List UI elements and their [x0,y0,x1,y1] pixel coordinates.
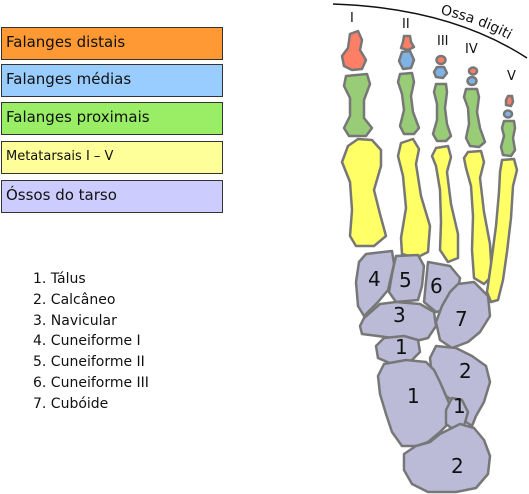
label-navicular-small: 1 [395,335,408,359]
list-item-cuneiform-2: 5. Cuneiforme II [33,354,145,371]
label-talus-neck: 1 [453,394,466,418]
calcaneus-lower-bone [402,422,492,494]
label-navicular: 3 [393,303,406,327]
legend-middle-phalanges: Falanges médias [1,64,223,97]
legend-distal-phalanges: Falanges distais [1,27,223,60]
distal-phalanx-1 [340,29,368,72]
talus-bone [376,358,454,448]
proximal-phalanx-1 [342,72,374,138]
distal-phalanx-2 [399,34,416,52]
metatarsal-4 [462,149,494,286]
metatarsal-3 [430,144,460,264]
toe-label-1: I [350,11,354,26]
label-calcaneus-upper: 2 [459,359,472,383]
list-item-cuboid: 7. Cubóide [33,395,109,412]
metatarsal-2 [396,137,432,260]
proximal-phalanx-2 [396,71,421,136]
distal-phalanx-5 [504,94,515,108]
legend-metatarsals: Metatarsais I – V [1,141,223,174]
middle-phalanx-2 [397,49,416,71]
cuboid-bone [434,280,492,350]
list-item-calcaneus: 2. Calcâneo [33,291,116,308]
middle-phalanx-5 [502,109,514,119]
distal-phalanx-3 [435,54,447,66]
label-calcaneus-lower: 2 [451,454,464,478]
proximal-phalanx-4 [462,87,487,149]
proximal-phalanx-3 [431,82,453,143]
cuneiform-1-bone [354,249,396,318]
cuneiform-2-bone [387,253,426,304]
proximal-phalanx-5 [499,119,517,158]
metatarsal-1 [340,137,388,248]
label-talus: 1 [407,384,420,408]
toe-arc [332,3,528,59]
label-cuneiform-2: 5 [399,268,412,292]
tarsal-bone-list: 1. Tálus 2. Calcâneo 3. Navicular 4. Cun… [33,269,149,415]
toe-label-5: V [507,69,516,84]
toe-label-4: IV [465,42,478,57]
label-cuneiform-3: 6 [430,274,443,298]
middle-phalanx-4 [466,75,478,87]
toe-label-3: III [437,34,449,49]
list-item-cuneiform-1: 4. Cuneiforme I [33,333,141,350]
label-cuneiform-1: 4 [368,267,381,291]
toe-label-2: II [402,17,410,32]
list-item-talus: 1. Tálus [33,271,86,287]
metatarsal-5 [485,157,519,304]
legend-proximal-phalanges: Falanges proximais [1,102,223,135]
list-item-navicular: 3. Navicular [33,312,117,329]
middle-phalanx-3 [432,65,449,80]
distal-phalanx-4 [467,66,479,76]
legend-tarsal-bones: Óssos do tarso [1,180,223,213]
navicular-bone [358,300,438,344]
list-item-cuneiform-3: 6. Cuneiforme III [33,374,149,391]
label-cuboid: 7 [455,307,468,331]
